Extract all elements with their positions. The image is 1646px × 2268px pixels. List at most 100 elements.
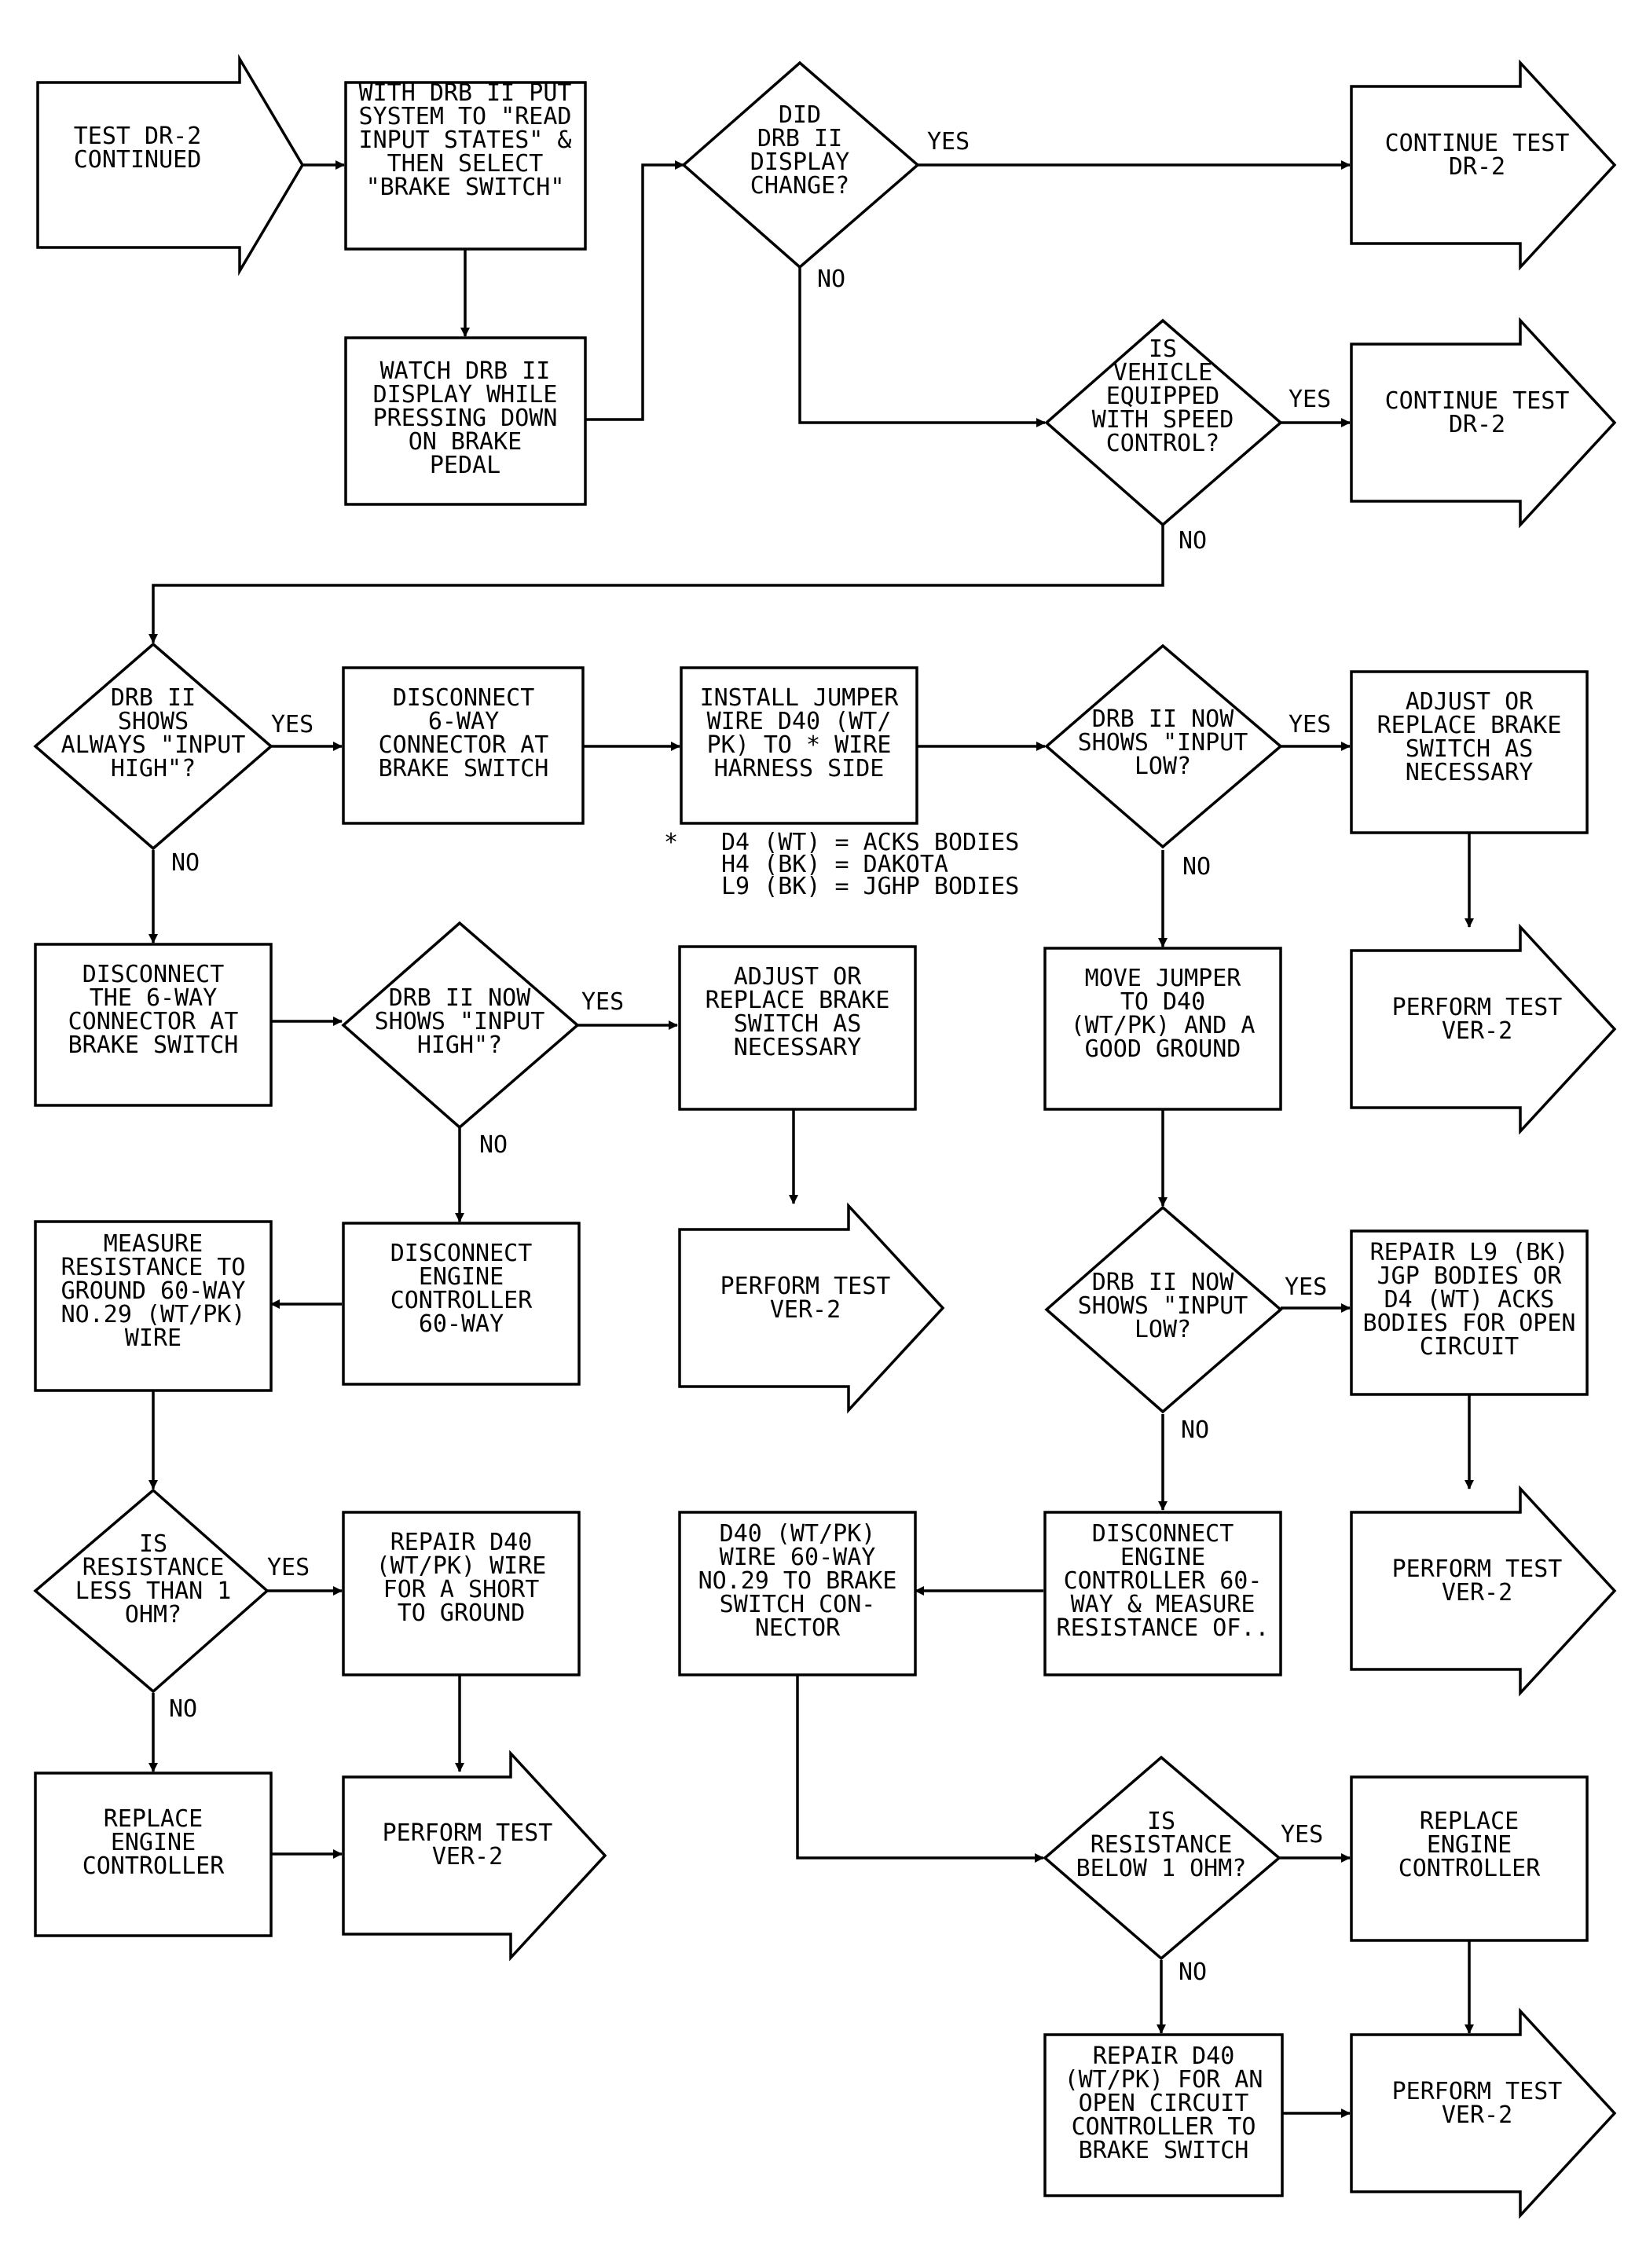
speed-yes-label: YES — [1289, 386, 1331, 413]
node-text-line: DISPLAY — [750, 148, 849, 176]
node-text-line: DISCONNECT — [1092, 1520, 1234, 1548]
node-text-line: REPAIR D40 — [1093, 2043, 1235, 2070]
node-text-line: LOW? — [1135, 1316, 1191, 1343]
node-text-line: WITH SPEED — [1092, 406, 1234, 434]
display-no-label: NO — [817, 266, 845, 293]
node-text-line: SHOWS "INPUT — [1078, 729, 1248, 757]
display-changed-decision — [681, 60, 920, 269]
node-text-line: PERFORM TEST — [1392, 994, 1563, 1021]
conn-display-no — [798, 267, 1046, 427]
node-text-line: VER-2 — [1442, 1579, 1512, 1607]
res2-no-label: NO — [1179, 1958, 1207, 1986]
node-text-line: CONTROLLER — [1399, 1855, 1542, 1882]
node-text-line: THEN SELECT — [387, 150, 544, 178]
node-text-line: WAY & MEASURE — [1071, 1591, 1256, 1618]
footnote-line-2: H4 (BK) = DAKOTA — [721, 851, 948, 878]
node-text-line: PRESSING DOWN — [373, 405, 558, 432]
node-text-line: DR-2 — [1449, 411, 1505, 438]
node-text-line: MEASURE — [104, 1230, 203, 1258]
node-text-line: SHOWS — [118, 708, 189, 735]
node-text-line: CONTROL? — [1106, 430, 1220, 457]
input-high-decision-2 — [341, 921, 580, 1130]
high2-yes-label: YES — [581, 988, 624, 1016]
res1-no-label: NO — [169, 1695, 197, 1723]
node-text-line: SYSTEM TO "READ — [359, 103, 572, 130]
node-text-line: NECTOR — [755, 1614, 841, 1642]
node-text-line: OHM? — [125, 1601, 181, 1629]
node-text-line: ADJUST OR — [734, 963, 862, 991]
adjust-brake-switch-box-1 — [1350, 670, 1589, 834]
node-text-line: SWITCH AS — [1406, 735, 1534, 763]
node-text-line: DRB II — [757, 125, 842, 152]
node-text-line: RESISTANCE — [1091, 1831, 1233, 1859]
input-low-decision-2 — [1044, 1205, 1283, 1414]
node-text-line: PK) TO * WIRE — [707, 731, 892, 759]
d40-wire-box — [678, 1511, 917, 1676]
conn-d40-res2 — [796, 1675, 1044, 1863]
node-text-line: WITH DRB II PUT — [359, 79, 572, 107]
always-high-decision — [33, 642, 273, 851]
node-text-line: 60-WAY — [419, 1310, 504, 1338]
node-text-line: EQUIPPED — [1106, 383, 1220, 410]
low2-no-label: NO — [1181, 1416, 1209, 1444]
node-text-line: INSTALL JUMPER — [700, 684, 900, 712]
node-text-line: RESISTANCE OF.. — [1057, 1614, 1270, 1642]
node-text-line: SWITCH CON- — [720, 1591, 876, 1618]
node-text-line: CONTROLLER — [82, 1852, 225, 1880]
footnote-line-3: L9 (BK) = JGHP BODIES — [721, 873, 1019, 900]
footnote-star: * — [664, 829, 678, 856]
node-text-line: DISCONNECT — [82, 961, 225, 988]
node-text-line: REPLACE BRAKE — [706, 987, 890, 1014]
watch-display-box — [344, 336, 587, 506]
node-text-line: CONTROLLER TO — [1072, 2113, 1256, 2141]
node-text-line: DISPLAY WHILE — [373, 381, 558, 409]
node-text-line: ENGINE — [419, 1263, 504, 1291]
continue-dr2-arrow-2 — [1350, 317, 1617, 529]
perform-ver2-arrow-5 — [1350, 2007, 1617, 2219]
node-text-line: REPAIR D40 — [390, 1529, 533, 1556]
footnote-line-1: D4 (WT) = ACKS BODIES — [721, 829, 1019, 856]
res1-yes-label: YES — [267, 1554, 310, 1581]
install-jumper-box — [680, 666, 918, 825]
node-text-line: CIRCUIT — [1420, 1333, 1519, 1361]
node-text-line: THE 6-WAY — [90, 984, 218, 1012]
node-text-line: BRAKE SWITCH — [1079, 2137, 1249, 2164]
start-arrow — [36, 53, 305, 277]
node-text-line: HIGH"? — [417, 1031, 502, 1059]
perform-ver2-arrow-2 — [678, 1202, 945, 1414]
measure-resistance-box — [34, 1220, 273, 1392]
node-text-line: 6-WAY — [428, 708, 499, 735]
input-low-decision-1 — [1044, 643, 1283, 849]
node-text-line: BELOW 1 OHM? — [1076, 1855, 1247, 1882]
node-text-line: WATCH DRB II — [380, 357, 551, 385]
node-text-line: ON BRAKE — [409, 428, 522, 456]
node-text-line: REPLACE BRAKE — [1377, 712, 1562, 739]
node-text-line: DID — [779, 101, 821, 129]
node-text-line: SHOWS "INPUT — [1078, 1292, 1248, 1320]
node-text-line: ENGINE — [1427, 1831, 1512, 1859]
read-input-box — [344, 81, 587, 251]
node-text-line: VER-2 — [1442, 2101, 1512, 2129]
node-text-line: D40 (WT/PK) — [720, 1520, 876, 1548]
node-text-line: DRB II NOW — [1092, 1269, 1235, 1296]
node-text-line: REPLACE — [1420, 1808, 1519, 1835]
high-yes-label: YES — [271, 711, 313, 738]
resistance-below1-decision — [1043, 1755, 1281, 1961]
